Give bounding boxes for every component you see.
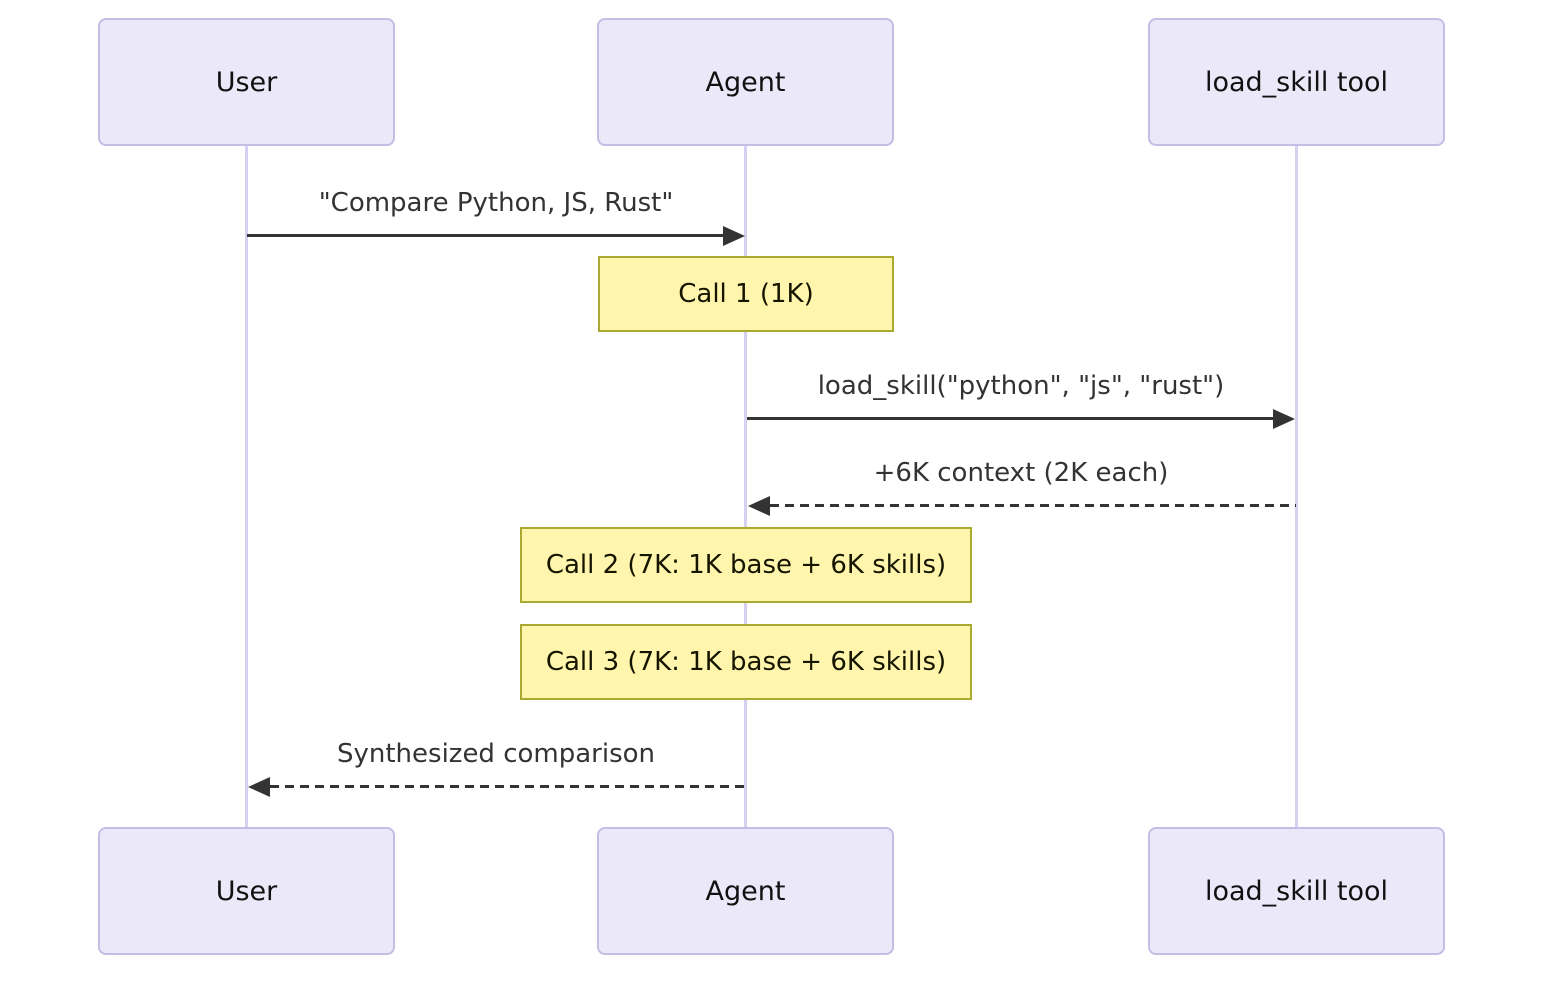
note-call-1: Call 1 (1K) [598,256,894,332]
actor-user-label: User [215,875,278,907]
arrowhead-left-icon [248,777,270,797]
note-call-3: Call 3 (7K: 1K base + 6K skills) [520,624,972,700]
note-call-2: Call 2 (7K: 1K base + 6K skills) [520,527,972,603]
message-line-compare [247,234,723,237]
note-call-1-label: Call 1 (1K) [678,279,814,309]
actor-tool-label: load_skill tool [1204,66,1389,98]
arrowhead-right-icon [723,226,745,246]
actor-user-top: User [98,18,395,146]
message-label-context: +6K context (2K each) [873,458,1169,488]
note-call-3-label: Call 3 (7K: 1K base + 6K skills) [545,647,947,677]
message-label-load-skill: load_skill("python", "js", "rust") [817,371,1225,401]
lifeline-user [245,146,248,828]
actor-user-label: User [215,66,278,98]
actor-agent-label: Agent [705,875,786,907]
message-line-load-skill [747,417,1273,420]
message-label-compare: "Compare Python, JS, Rust" [318,188,674,218]
arrowhead-left-icon [748,496,770,516]
actor-tool-top: load_skill tool [1148,18,1445,146]
lifeline-agent [744,146,747,828]
message-line-context [770,504,1296,507]
actor-user-bottom: User [98,827,395,955]
lifeline-tool [1295,146,1298,828]
actor-agent-bottom: Agent [597,827,894,955]
message-line-synthesized [270,785,746,788]
actor-tool-label: load_skill tool [1204,875,1389,907]
message-label-synthesized: Synthesized comparison [336,739,656,769]
actor-agent-top: Agent [597,18,894,146]
note-call-2-label: Call 2 (7K: 1K base + 6K skills) [545,550,947,580]
actor-agent-label: Agent [705,66,786,98]
actor-tool-bottom: load_skill tool [1148,827,1445,955]
arrowhead-right-icon [1273,409,1295,429]
